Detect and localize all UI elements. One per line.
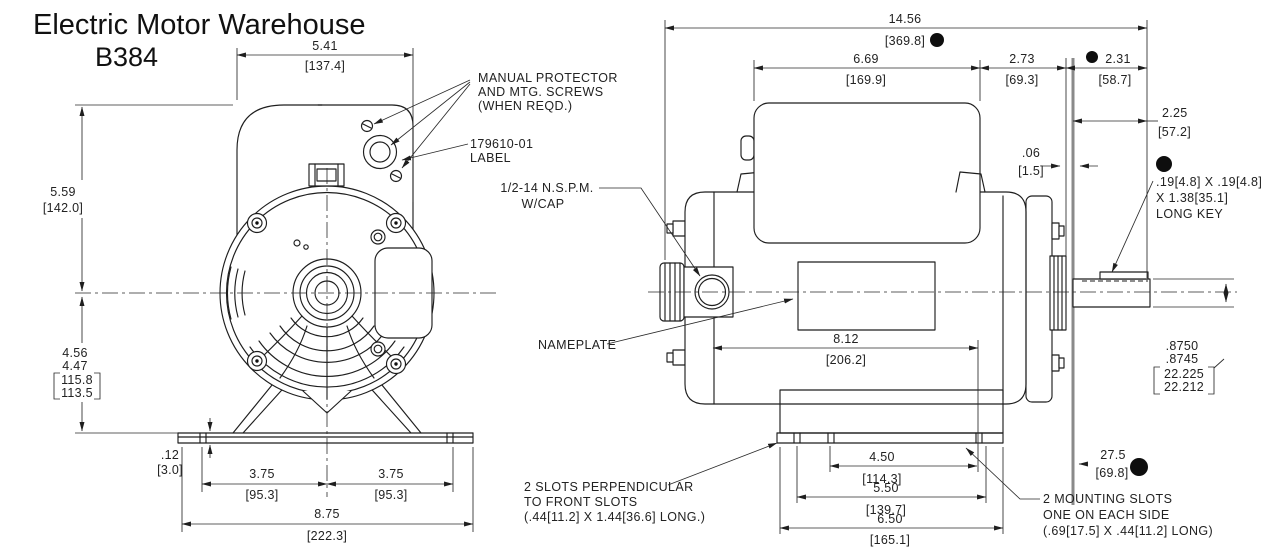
- dim-slots-inner-in: 4.50: [869, 450, 895, 464]
- dim-face-gap-in: .06: [1022, 146, 1040, 160]
- dim-shaft-height-in: 27.5: [1100, 448, 1126, 462]
- dim-body-length-in: 8.12: [833, 332, 859, 346]
- label-mounting-slots-line1: 2 MOUNTING SLOTS: [1043, 492, 1172, 506]
- dim-slots-mid-in: 5.50: [873, 481, 899, 495]
- dim-front-lower-height-in1: 4.56: [62, 346, 88, 360]
- nameplate-rect: [797, 261, 936, 331]
- bearing-hub: [1049, 255, 1067, 331]
- label-nameplate: NAMEPLATE: [538, 338, 616, 352]
- page-title: Electric Motor Warehouse: [33, 9, 366, 41]
- key-spec-line3: LONG KEY: [1156, 207, 1223, 221]
- dim-front-top-width-in: 5.41: [312, 39, 338, 53]
- dim-foot-right-mm: [95.3]: [374, 488, 407, 502]
- dim-rear-section-mm: [69.3]: [1005, 73, 1038, 87]
- side-view-dimensions: 14.56 [369.8] 6.69 [169.9] 2.73 [69.3] 2…: [500, 12, 1262, 547]
- label-part-number: 179610-01: [470, 137, 533, 151]
- dim-base-thickness-in: .12: [161, 448, 179, 462]
- dim-base-thickness-mm: [3.0]: [157, 463, 183, 477]
- dim-body-length-mm: [206.2]: [826, 353, 866, 367]
- dim-overall-length-in: 14.56: [889, 12, 922, 26]
- dim-front-lower-height-in2: 4.47: [62, 359, 88, 373]
- dim-front-upper-height-mm: [142.0]: [43, 201, 83, 215]
- shaft: [1072, 271, 1151, 308]
- shaft-dia-in2: .8745: [1166, 352, 1199, 366]
- marker-dot-overall: [930, 33, 944, 47]
- shaft-dia-mm2: 22.212: [1164, 380, 1204, 394]
- dim-shaft-height-mm: [69.8]: [1095, 466, 1128, 480]
- dim-shaft-ext-mm: [58.7]: [1098, 73, 1131, 87]
- dim-foot-left-in: 3.75: [249, 467, 275, 481]
- dim-base-width-in: 8.75: [314, 507, 340, 521]
- base-plate-front: [177, 432, 474, 444]
- dim-slots-outer-in: 6.50: [877, 512, 903, 526]
- dim-slots-inner-mm: [114.3]: [862, 472, 901, 486]
- front-view: [75, 104, 497, 497]
- dim-rear-section-in: 2.73: [1009, 52, 1035, 66]
- label-conduit-line2: W/CAP: [522, 197, 565, 211]
- dim-foot-left-mm: [95.3]: [245, 488, 278, 502]
- dim-overall-length-mm: [369.8]: [885, 34, 925, 48]
- shaft-dia-mm1: 22.225: [1164, 367, 1204, 381]
- dim-front-upper-height-in: 5.59: [50, 185, 76, 199]
- manual-protector: [360, 119, 403, 183]
- dim-box-width-mm: [169.9]: [846, 73, 886, 87]
- capacitor-box: [753, 102, 981, 244]
- marker-dot-shaft-height: [1130, 458, 1148, 476]
- centerlines-front: [75, 168, 497, 497]
- label-protector-line1: MANUAL PROTECTOR: [478, 71, 618, 85]
- model-number: B384: [95, 42, 158, 72]
- dim-box-width-in: 6.69: [853, 52, 879, 66]
- dim-front-lower-height-mm1: 115.8: [61, 373, 93, 387]
- dim-foot-right-in: 3.75: [378, 467, 404, 481]
- label-conduit-line1: 1/2-14 N.S.P.M.: [500, 181, 593, 195]
- through-bolts-left: [666, 220, 686, 366]
- marker-dot-shaft-ext: [1086, 51, 1098, 63]
- label-front-slots-line1: 2 SLOTS PERPENDICULAR: [524, 480, 694, 494]
- label-protector-line2: AND MTG. SCREWS: [478, 85, 603, 99]
- dim-face-gap-mm: [1.5]: [1018, 164, 1044, 178]
- dim-shaft-ext-in: 2.31: [1105, 52, 1131, 66]
- label-mounting-slots-line3: (.69[17.5] X .44[11.2] LONG): [1043, 524, 1213, 538]
- base-side: [776, 389, 1004, 444]
- dim-slots-outer-mm: [165.1]: [870, 533, 910, 547]
- motor-body-front: [236, 104, 414, 301]
- label-part-word: LABEL: [470, 151, 511, 165]
- dim-front-lower-height-mm2: 113.5: [61, 386, 93, 400]
- cover-screws: [246, 212, 407, 375]
- key-spec-line1: .19[4.8] X .19[4.8]: [1156, 175, 1262, 189]
- marker-dot-key: [1156, 156, 1172, 172]
- dim-shaft-usable-mm: [57.2]: [1158, 125, 1191, 139]
- dim-slots-mid-mm: [139.7]: [866, 503, 906, 517]
- dim-shaft-usable-in: 2.25: [1162, 106, 1188, 120]
- shaft-key: [1099, 271, 1149, 280]
- label-front-slots-line3: (.44[11.2] X 1.44[36.6] LONG.): [524, 510, 705, 524]
- dim-base-width-mm: [222.3]: [307, 529, 347, 543]
- shaft-dia-in1: .8750: [1166, 339, 1199, 353]
- label-front-slots-line2: TO FRONT SLOTS: [524, 495, 638, 509]
- dim-front-top-width-mm: [137.4]: [305, 59, 345, 73]
- side-view: [648, 58, 1237, 505]
- terminal-block: [308, 163, 345, 187]
- front-view-dimensions: 5.41 [137.4] 5.59 [142.0] 4.56 4.47 115.…: [43, 39, 618, 543]
- label-mounting-slots-line2: ONE ON EACH SIDE: [1043, 508, 1170, 522]
- label-protector-line3: (WHEN REQD.): [478, 99, 572, 113]
- top-bump-right: [955, 171, 986, 193]
- key-spec-line2: X 1.38[35.1]: [1156, 191, 1228, 205]
